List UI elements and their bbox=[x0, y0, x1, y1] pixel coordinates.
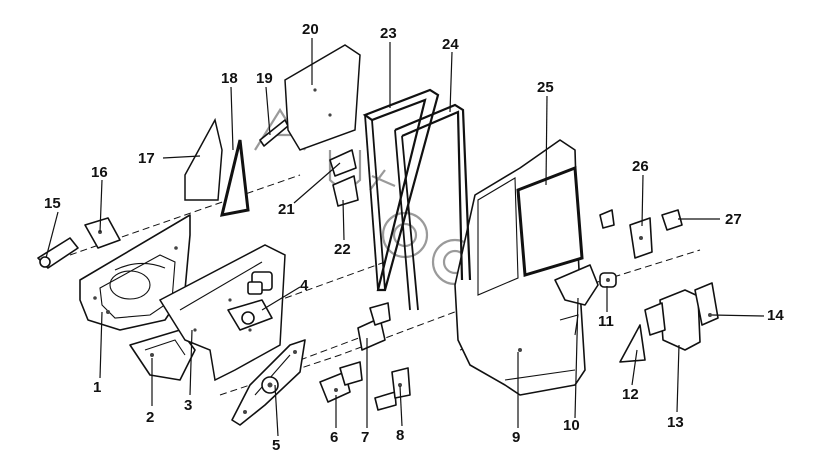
callout-2: 2 bbox=[146, 409, 154, 426]
lock-cylinder-part bbox=[599, 272, 617, 288]
callout-20: 20 bbox=[302, 21, 319, 38]
callout-22: 22 bbox=[334, 241, 351, 258]
callout-7: 7 bbox=[361, 429, 369, 446]
channel-clip-lower-part bbox=[332, 175, 359, 207]
door-striker-part bbox=[599, 209, 653, 259]
quarter-glass-part bbox=[184, 117, 223, 201]
callout-14: 14 bbox=[767, 307, 784, 324]
callout-12: 12 bbox=[622, 386, 639, 403]
fixed-glass-panel-part bbox=[284, 44, 361, 151]
window-motor-part bbox=[227, 271, 273, 331]
callout-6: 6 bbox=[330, 429, 338, 446]
callout-19: 19 bbox=[256, 70, 273, 87]
callout-labels: 1 2 3 4 5 6 7 8 9 10 11 12 13 14 15 16 1… bbox=[44, 21, 784, 454]
callout-27: 27 bbox=[725, 211, 742, 228]
callout-16: 16 bbox=[91, 164, 108, 181]
vent-seal-part bbox=[259, 119, 289, 147]
door-hinge-upper-part bbox=[357, 302, 391, 351]
callout-9: 9 bbox=[512, 429, 520, 446]
lower-trim-strip-part bbox=[129, 329, 196, 381]
exterior-mirror-part bbox=[644, 289, 701, 351]
glass-run-channel-part bbox=[362, 88, 440, 292]
door-hinge-lower-part bbox=[319, 361, 363, 403]
mirror-corner-cover-part bbox=[619, 324, 646, 363]
callout-23: 23 bbox=[380, 25, 397, 42]
callout-10: 10 bbox=[563, 417, 580, 434]
door-frame-seal-part bbox=[394, 103, 472, 311]
window-regulator-part bbox=[231, 339, 306, 426]
vent-window-frame-part bbox=[219, 139, 250, 217]
callout-5: 5 bbox=[272, 437, 280, 454]
callout-4: 4 bbox=[300, 277, 309, 294]
striker-clip-part bbox=[661, 209, 683, 231]
handle-bracket-part bbox=[84, 217, 121, 249]
callout-15: 15 bbox=[44, 195, 61, 212]
callout-18: 18 bbox=[221, 70, 238, 87]
callout-26: 26 bbox=[632, 158, 649, 175]
leader-lines bbox=[45, 38, 765, 437]
callout-13: 13 bbox=[667, 414, 684, 431]
callout-17: 17 bbox=[138, 150, 155, 167]
callout-25: 25 bbox=[537, 79, 554, 96]
callout-21: 21 bbox=[278, 201, 295, 218]
callout-3: 3 bbox=[184, 397, 192, 414]
door-window-glass-part bbox=[516, 165, 584, 277]
callout-11: 11 bbox=[598, 313, 614, 330]
callout-8: 8 bbox=[396, 427, 404, 444]
callout-1: 1 bbox=[93, 379, 101, 396]
channel-clip-upper-part bbox=[329, 149, 357, 177]
door-check-strap-part bbox=[374, 367, 411, 411]
callout-24: 24 bbox=[442, 36, 459, 53]
handle-lever-part bbox=[37, 237, 79, 269]
